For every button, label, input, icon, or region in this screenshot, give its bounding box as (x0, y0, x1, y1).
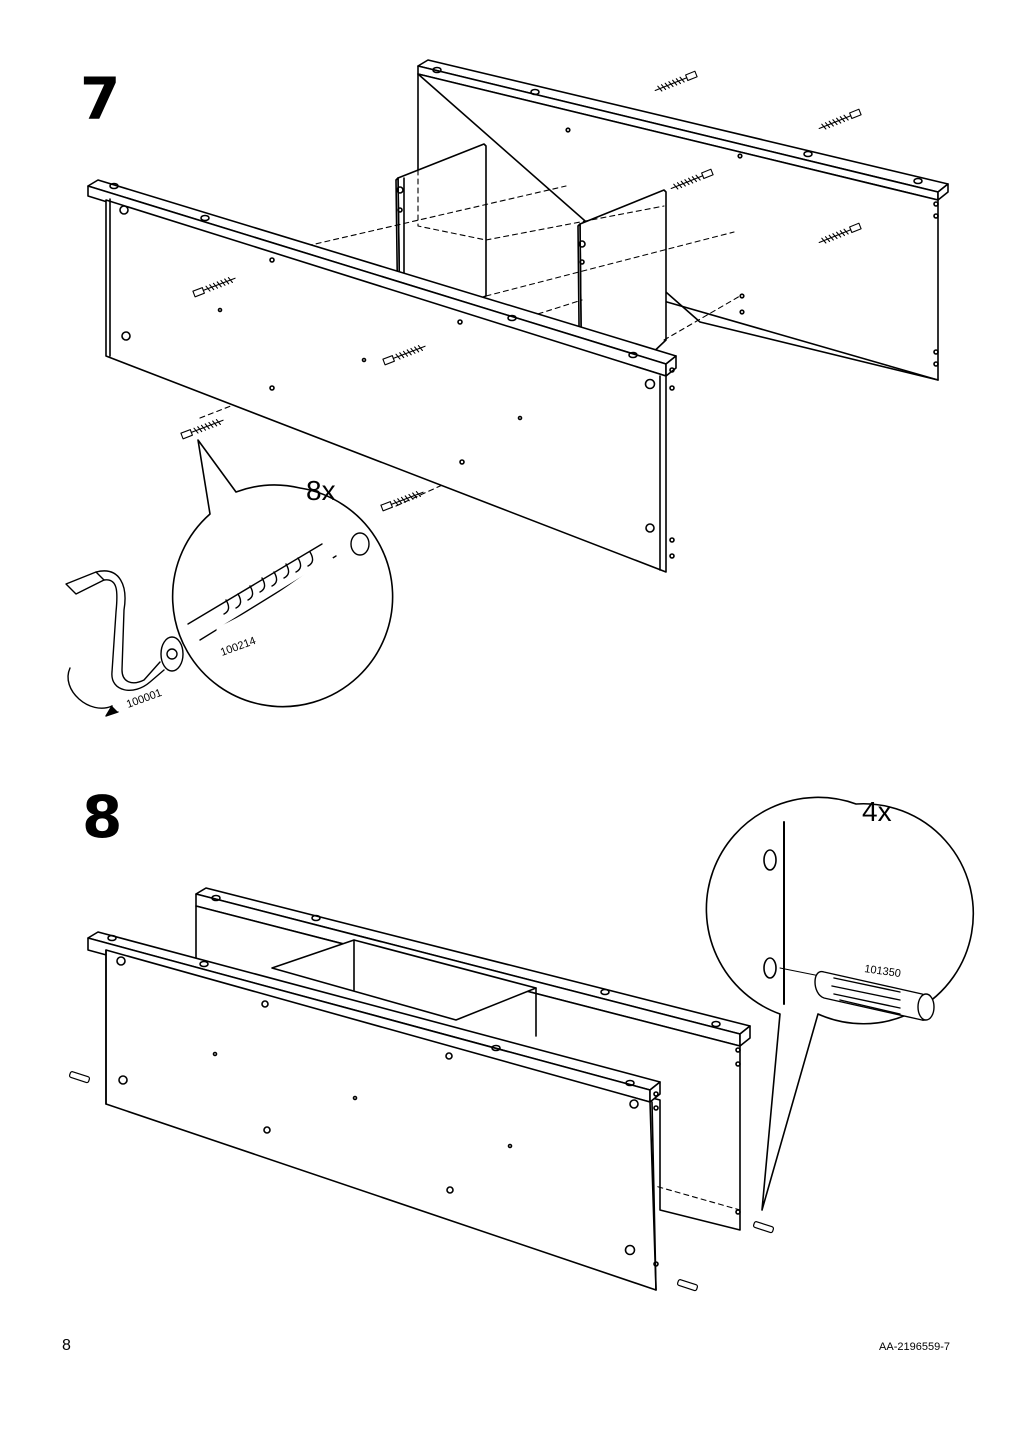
step-8-dowels (68, 1071, 775, 1292)
screw (380, 491, 424, 512)
front-panel (87, 179, 677, 573)
dowel-detail (814, 971, 935, 1021)
dividers (271, 939, 537, 1037)
screw (180, 419, 224, 440)
dowel (68, 1071, 91, 1084)
screw (818, 222, 862, 244)
step-8-callout: 4x 101350 (705, 796, 975, 1211)
screw (654, 70, 698, 92)
front-panel (87, 931, 661, 1291)
page-number: 8 (62, 1337, 71, 1354)
screw (670, 168, 714, 190)
screw-detail (160, 532, 370, 672)
screw (382, 345, 426, 366)
dowel (676, 1279, 699, 1292)
dowel (752, 1221, 775, 1234)
hex-key-tool (65, 570, 165, 717)
screw (818, 108, 862, 130)
screw (192, 277, 236, 298)
step-7-number: 7 (80, 65, 121, 133)
step-7-quantity: 8x (306, 475, 336, 506)
step-8-quantity: 4x (862, 796, 892, 827)
step-8-number: 8 (82, 783, 123, 851)
step-7-screws (180, 70, 862, 512)
document-code: AA-2196559-7 (879, 1341, 950, 1353)
dowel-part-number: 101350 (864, 963, 902, 980)
